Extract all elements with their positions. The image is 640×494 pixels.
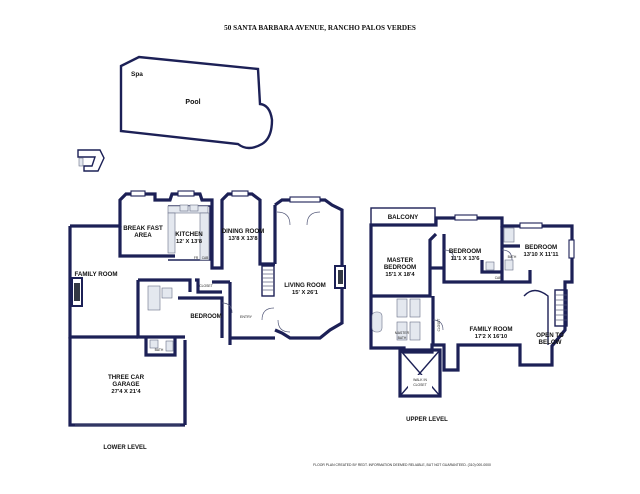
upper-outer-wall (369, 216, 574, 372)
svg-text:BELOW: BELOW (538, 339, 561, 346)
page-title: 50 SANTA BARBARA AVENUE, RANCHO PALOS VE… (224, 24, 416, 32)
walk-in-closet (398, 348, 442, 398)
upper-family-room-label: FAMILY ROOM 17'2 X 16'10 (470, 326, 513, 340)
svg-text:WALK IN: WALK IN (413, 378, 427, 382)
svg-text:LIVING ROOM: LIVING ROOM (284, 282, 326, 289)
breakfast-area-label: BREAK FAST AREA (123, 225, 163, 239)
svg-text:AREA: AREA (134, 232, 152, 239)
lower-level: BREAK FAST AREA KITCHEN 12' X 13'8 DININ… (68, 190, 346, 451)
pool-label: Pool (185, 99, 200, 106)
svg-text:BEDROOM: BEDROOM (449, 248, 481, 255)
outdoor-bbq (77, 149, 105, 172)
dining-room-label: DINING ROOM 13'8 X 13'8 (222, 228, 265, 242)
svg-text:MASTER: MASTER (395, 331, 410, 335)
upper-closet-label: CLOSET (437, 319, 441, 332)
svg-text:17'2 X 16'10: 17'2 X 16'10 (475, 334, 507, 340)
master-bath-label: MASTER BATH (395, 331, 410, 340)
living-room-label: LIVING ROOM 15' X 26'1 (284, 282, 326, 296)
upper-bedroom-1-label: BEDROOM 11'1 X 13'6 (449, 248, 481, 262)
master-bedroom-label: MASTER BEDROOM 15'1 X 18'4 (384, 257, 416, 278)
footer-disclaimer: FLOOR PLAN CREATED BY REDT. INFORMATION … (313, 463, 491, 467)
living-room-wall (274, 198, 344, 340)
svg-text:12' X 13'8: 12' X 13'8 (176, 239, 203, 245)
pool-outline (119, 55, 274, 150)
svg-text:THREE CAR: THREE CAR (108, 374, 145, 381)
lower-outer-wall (70, 192, 275, 270)
svg-text:11'1 X 13'6: 11'1 X 13'6 (451, 256, 481, 262)
svg-text:BEDROOM: BEDROOM (525, 244, 557, 251)
kitchen-label: KITCHEN 12' X 13'8 (175, 231, 203, 245)
svg-text:KITCHEN: KITCHEN (175, 231, 203, 238)
svg-text:BEDROOM: BEDROOM (384, 264, 416, 271)
lower-stairs (261, 265, 275, 297)
lower-bath-label: BATH (155, 348, 164, 352)
pool-area: Spa Pool (119, 55, 274, 150)
svg-text:BREAK FAST: BREAK FAST (123, 225, 163, 232)
upper-level-label: UPPER LEVEL (406, 417, 448, 423)
balcony-label: BALCONY (388, 214, 419, 221)
svg-text:13'10 X 11'11: 13'10 X 11'11 (524, 252, 560, 258)
entry-label: ENTRY (240, 315, 253, 319)
upper-level: BALCONY (369, 207, 575, 423)
svg-text:27'4 X 21'4: 27'4 X 21'4 (111, 389, 141, 395)
svg-text:FAMILY ROOM: FAMILY ROOM (470, 326, 513, 333)
upper-stairs (554, 289, 568, 327)
lower-level-label: LOWER LEVEL (103, 445, 147, 451)
upper-bath-label: BATH (508, 255, 517, 259)
spa-label: Spa (131, 71, 143, 78)
svg-text:BATH: BATH (398, 336, 407, 340)
family-room-label: FAMILY ROOM (75, 271, 118, 278)
svg-text:15'1 X 18'4: 15'1 X 18'4 (385, 272, 415, 278)
open-to-below-label: OPEN TO BELOW (536, 332, 564, 346)
lower-closet-label: CLOSET (199, 284, 213, 288)
walk-in-closet-label: WALK IN CLOSET (413, 378, 427, 387)
svg-text:GARAGE: GARAGE (112, 381, 139, 388)
svg-text:13'8 X 13'8: 13'8 X 13'8 (228, 236, 258, 242)
svg-text:OPEN TO: OPEN TO (536, 332, 564, 339)
garage-label: THREE CAR GARAGE 27'4 X 21'4 (108, 374, 145, 395)
svg-text:MASTER: MASTER (387, 257, 414, 264)
lower-bedroom-label: BEDROOM (190, 314, 221, 320)
fridge-label: FR (194, 256, 199, 260)
upper-bedroom-2-label: BEDROOM 13'10 X 11'11 (524, 244, 560, 258)
svg-text:15' X 26'1: 15' X 26'1 (292, 290, 319, 296)
svg-text:DINING ROOM: DINING ROOM (222, 228, 265, 235)
svg-text:CLOSET: CLOSET (413, 383, 427, 387)
upper-cab-label: CAB (495, 276, 502, 280)
cab-label: CAB (202, 256, 209, 260)
